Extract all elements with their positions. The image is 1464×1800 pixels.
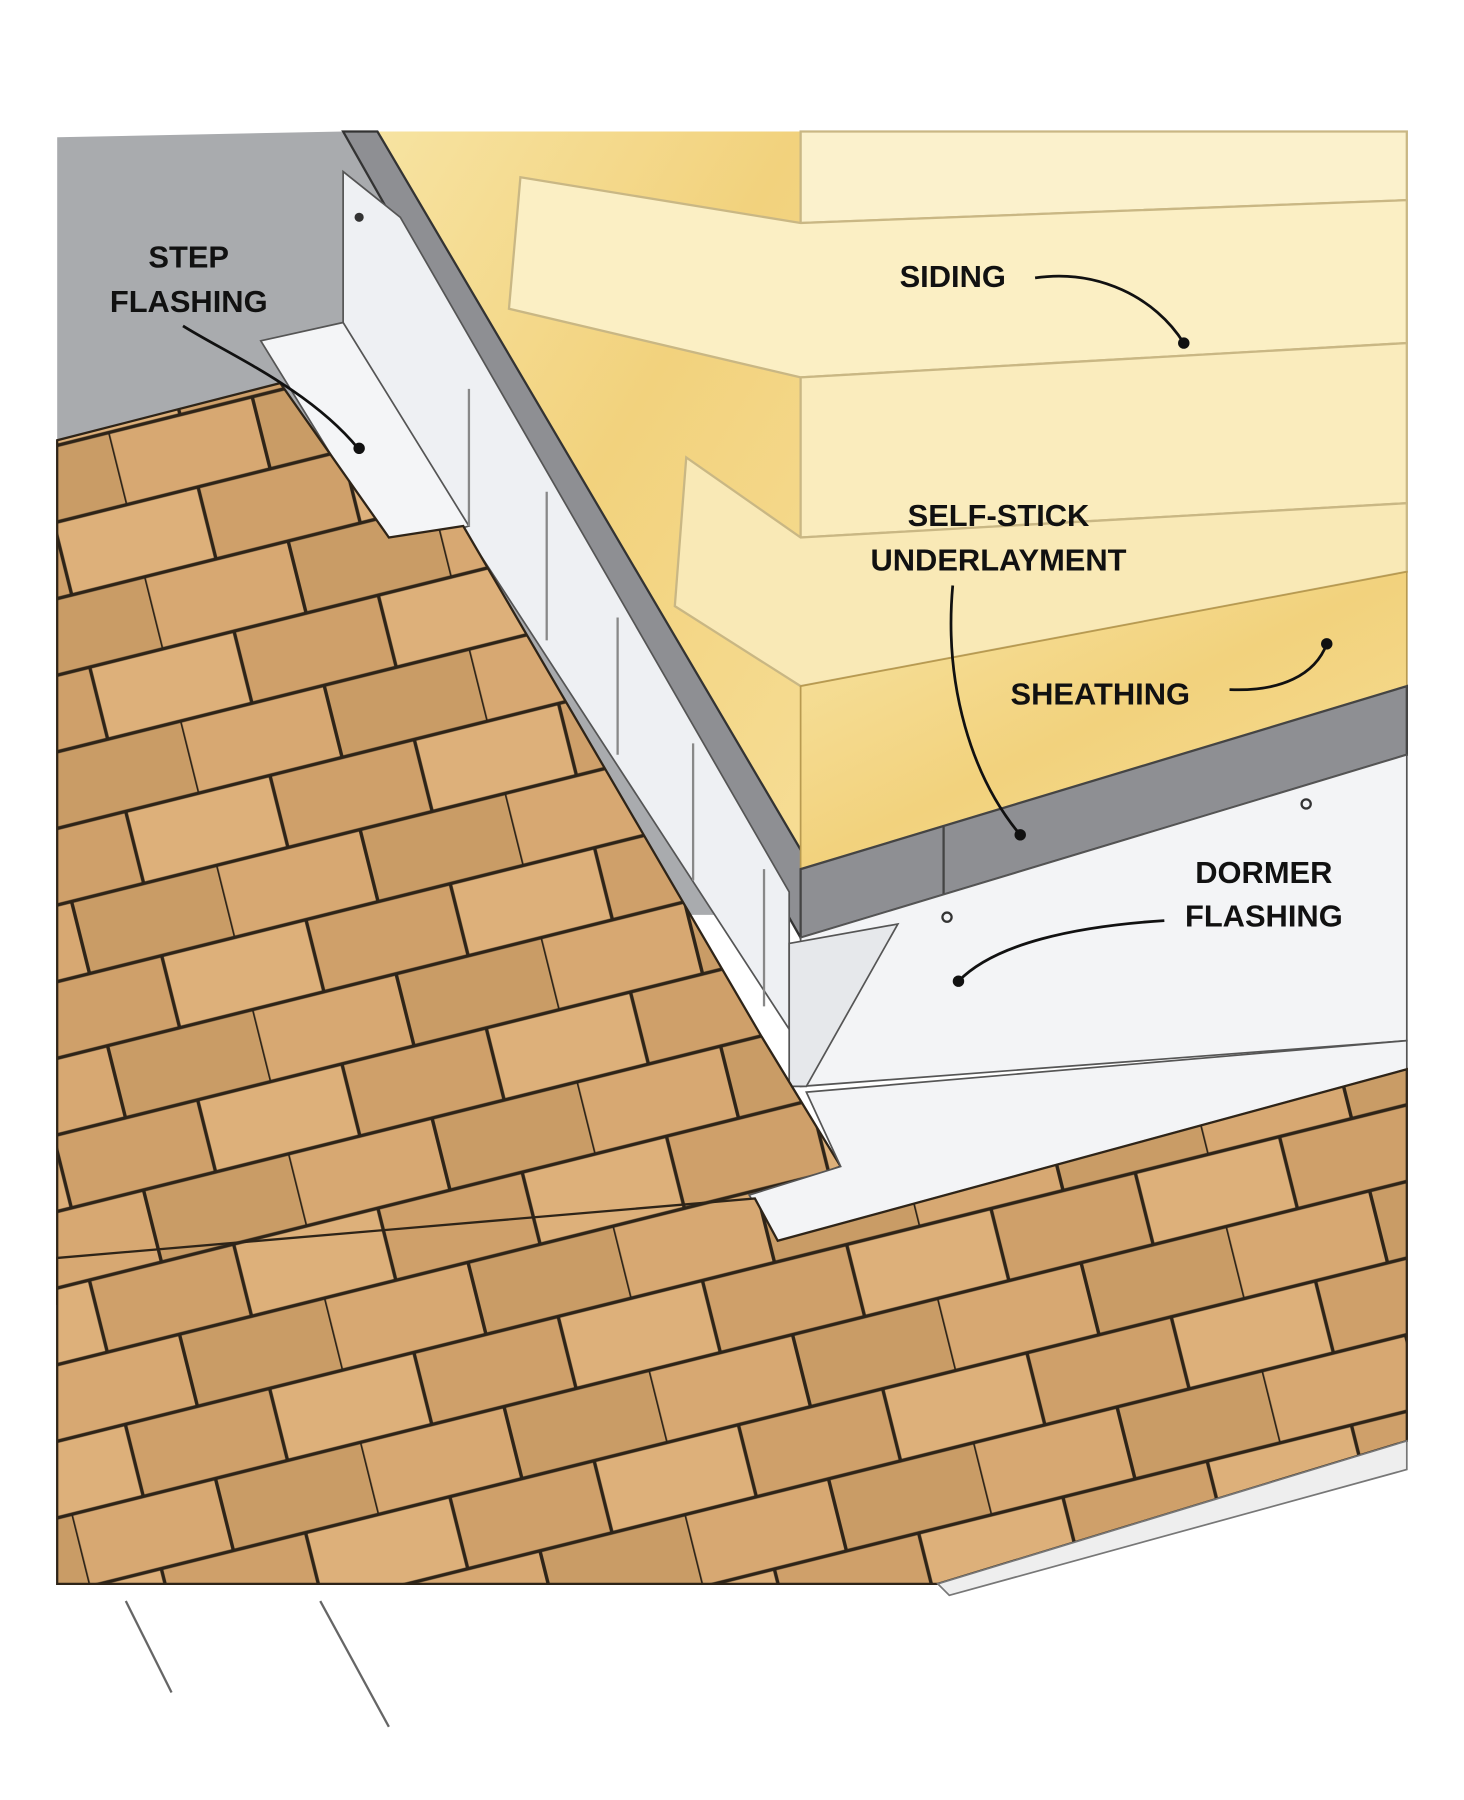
label-dormer-flashing: DORMER FLASHING (952, 855, 1343, 987)
leader-dot (353, 442, 365, 455)
label-text: UNDERLAYMENT (870, 543, 1126, 578)
leader-line (957, 919, 1165, 983)
leader-line (949, 585, 1022, 836)
leader-dot (1321, 638, 1333, 650)
leader-dot (1178, 337, 1190, 349)
leader-line (1034, 274, 1185, 344)
nail-icon (941, 911, 953, 923)
eave-edge (936, 1439, 1408, 1597)
leader-line (1229, 643, 1329, 692)
leader-dot (1014, 829, 1026, 841)
label-text: STEP (148, 240, 229, 275)
label-text: SELF-STICK (908, 498, 1090, 533)
label-siding: SIDING (900, 259, 1190, 349)
nail-icon (1300, 798, 1312, 810)
leader-line (182, 324, 360, 450)
label-step-flashing: STEP FLASHING (110, 240, 365, 455)
label-text: SIDING (900, 259, 1006, 294)
label-text: DORMER (1195, 855, 1332, 890)
step-flashing-seams (467, 388, 766, 1007)
rafter-line (124, 1600, 173, 1694)
leader-dot (952, 975, 965, 987)
rafter-line (319, 1600, 390, 1728)
label-text: FLASHING (1185, 898, 1343, 933)
label-text: SHEATHING (1011, 676, 1190, 711)
label-underlayment: SELF-STICK UNDERLAYMENT (870, 498, 1127, 841)
nail-icon (354, 212, 364, 222)
label-text: FLASHING (110, 284, 268, 319)
dormer-flashing-corner (788, 922, 900, 1088)
shingle-roof-lower (56, 1067, 1408, 1586)
label-sheathing: SHEATHING (1011, 638, 1333, 711)
